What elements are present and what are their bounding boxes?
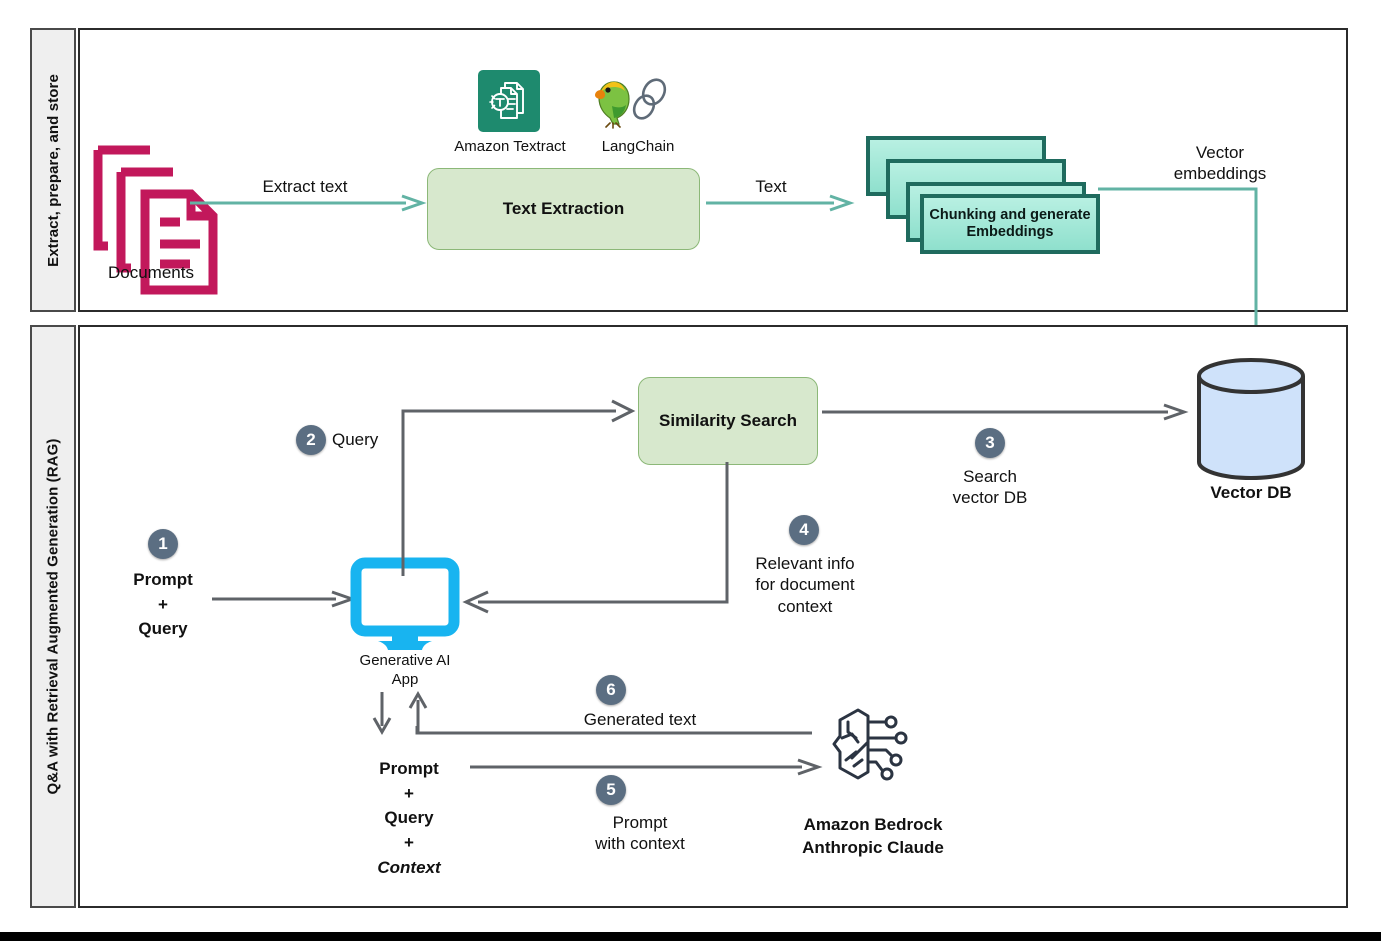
- vector-db-label: Vector DB: [1210, 483, 1292, 502]
- panel-label-qa-rag: Q&A with Retrieval Augmented Generation …: [30, 325, 76, 908]
- pqc-line5: Context: [377, 857, 441, 877]
- pqc-line2: +: [404, 783, 414, 803]
- langchain-icon: [592, 76, 682, 130]
- step-badge-4: 4: [789, 515, 819, 545]
- documents-icon: [88, 142, 218, 295]
- step-6-label: Generated text: [583, 710, 697, 729]
- similarity-search-box[interactable]: Similarity Search: [638, 377, 818, 465]
- step-3-label: Search vector DB: [920, 466, 1060, 509]
- pqc-line1: Prompt: [379, 759, 439, 778]
- chunking-box-line2: Embeddings: [966, 224, 1054, 240]
- generative-ai-app-icon[interactable]: [350, 557, 460, 650]
- step-badge-3: 3: [975, 428, 1005, 458]
- arrow-documents-to-text-extraction: [190, 194, 427, 212]
- arrow-app-to-bedrock-prompt-context: [470, 758, 823, 776]
- vector-embeddings-label: Vector embeddings: [1140, 142, 1300, 185]
- step-badge-6: 6: [596, 675, 626, 705]
- amazon-bedrock-anthropic-claude-icon: [824, 702, 916, 794]
- step-5-line1: Prompt: [612, 813, 668, 832]
- prompt-query-line3: Query: [138, 619, 188, 639]
- arrow-app-down-to-prompt: [372, 692, 392, 736]
- prompt-query-label: Prompt + Query: [113, 568, 213, 642]
- panel-label-extract-text: Extract, prepare, and store: [44, 73, 62, 267]
- vector-embeddings-line1: Vector: [1195, 143, 1245, 162]
- arrow-prompt-query-to-app: [212, 590, 357, 608]
- bedrock-line2: Anthropic Claude: [802, 837, 944, 857]
- gen-ai-app-line2: App: [391, 670, 419, 688]
- arrow-similarity-search-to-vector-db: [822, 403, 1189, 421]
- vector-embeddings-line2: embeddings: [1173, 164, 1267, 184]
- vector-db-icon: [1195, 358, 1307, 482]
- text-label: Text: [755, 177, 787, 196]
- arrow-app-to-similarity-search: [398, 399, 636, 578]
- amazon-textract-label: Amazon Textract: [454, 138, 566, 155]
- panel-label-extract-prepare-store: Extract, prepare, and store: [30, 28, 76, 312]
- step-badge-5: 5: [596, 775, 626, 805]
- documents-label: Documents: [108, 263, 194, 282]
- prompt-query-context-label: Prompt + Query + Context: [344, 757, 474, 880]
- amazon-textract-icon: [478, 70, 540, 132]
- chunking-box-line1: Chunking and generate: [929, 206, 1091, 223]
- langchain-label: LangChain: [601, 138, 675, 155]
- step-5-line2: with context: [595, 834, 685, 854]
- amazon-bedrock-label: Amazon Bedrock Anthropic Claude: [790, 814, 956, 860]
- pqc-line3: Query: [384, 808, 434, 828]
- prompt-query-line1: Prompt: [133, 570, 193, 589]
- step-badge-1: 1: [148, 529, 178, 559]
- step-2-label: Query: [332, 430, 379, 449]
- bedrock-line1: Amazon Bedrock: [803, 815, 943, 834]
- generative-ai-app-label: Generative AI App: [333, 652, 477, 690]
- step-5-label: Prompt with context: [540, 812, 740, 855]
- step-4-line3: context: [777, 596, 833, 616]
- prompt-query-line2: +: [158, 594, 168, 614]
- text-extraction-box[interactable]: Text Extraction: [427, 168, 700, 250]
- chunking-and-generate-embeddings-box[interactable]: Chunking and generate Embeddings: [920, 194, 1100, 254]
- step-4-label: Relevant info for document context: [730, 553, 880, 617]
- arrow-text-extraction-to-chunking: [706, 194, 855, 212]
- arrow-similarity-search-to-app: [462, 462, 732, 614]
- pqc-line4: +: [404, 832, 414, 852]
- step-4-line1: Relevant info: [755, 554, 855, 573]
- step-3-line1: Search: [963, 467, 1017, 486]
- step-3-line2: vector DB: [952, 488, 1028, 508]
- panel-label-qa-rag-text: Q&A with Retrieval Augmented Generation …: [44, 438, 62, 795]
- bottom-bar: [0, 932, 1381, 941]
- extract-text-label: Extract text: [262, 177, 348, 196]
- arrow-bedrock-to-app-generated-text: [412, 726, 812, 740]
- step-4-line2: for document: [755, 575, 855, 595]
- step-badge-2: 2: [296, 425, 326, 455]
- gen-ai-app-line1: Generative AI: [359, 652, 451, 669]
- panel-extract-prepare-store: [78, 28, 1348, 312]
